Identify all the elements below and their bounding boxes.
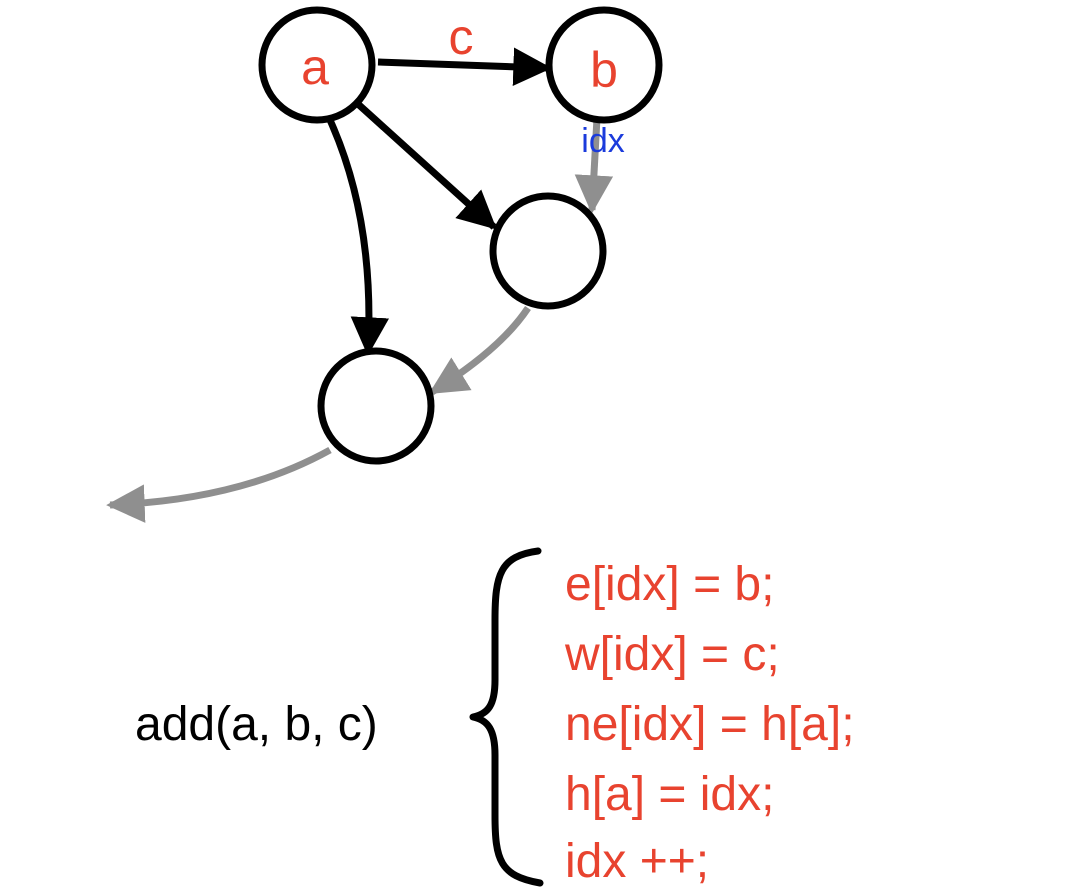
edge-b-to-mid [574, 117, 614, 214]
curly-brace [469, 547, 544, 887]
node-b: b [545, 6, 663, 124]
edge-a-to-low [326, 118, 390, 356]
code-line: ne[idx] = h[a]; [565, 698, 855, 751]
node-low [317, 347, 435, 465]
function-call-text: add(a, b, c) [135, 698, 378, 751]
edge-label-idx: idx [581, 122, 624, 160]
node-b-label: b [590, 42, 618, 98]
node-a: a [258, 6, 376, 124]
edge-low-to-outside [106, 446, 332, 523]
node-mid [489, 192, 607, 310]
edge-mid-to-low [428, 306, 531, 395]
code-line: w[idx] = c; [564, 628, 780, 681]
code-block: e[idx] = b; w[idx] = c; ne[idx] = h[a]; … [564, 558, 855, 888]
node-a-label: a [301, 39, 329, 95]
edge-a-to-mid [345, 92, 497, 230]
edge-label-c: c [449, 9, 474, 65]
code-line: e[idx] = b; [565, 558, 774, 611]
code-line: idx ++; [565, 835, 709, 888]
edge-a-to-b [377, 47, 552, 87]
code-line: h[a] = idx; [565, 768, 774, 821]
